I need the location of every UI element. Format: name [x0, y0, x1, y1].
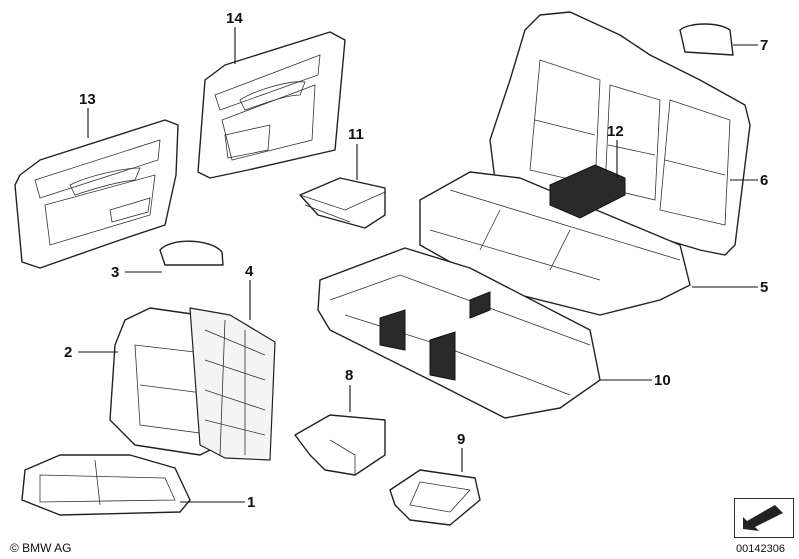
direction-arrow-icon — [743, 505, 783, 531]
callout-11: 11 — [348, 126, 364, 143]
callout-10: 10 — [654, 372, 671, 389]
callout-12: 12 — [607, 123, 624, 140]
part-front-seat-cushion — [21, 454, 191, 516]
callout-13: 13 — [79, 91, 96, 108]
diagram-number: 00142306 — [736, 543, 785, 555]
copyright-notice: © BMW AG — [10, 541, 72, 555]
callout-3: 3 — [111, 264, 120, 281]
leader-lines — [78, 27, 758, 503]
callout-9: 9 — [457, 431, 466, 448]
callout-2: 2 — [64, 344, 73, 361]
callout-1: 1 — [247, 494, 256, 511]
part-rear-armrest — [549, 164, 626, 219]
callout-7: 7 — [760, 37, 769, 54]
part-rear-door-trim — [197, 31, 346, 179]
part-rear-headrest — [679, 23, 734, 56]
part-rear-seat-frame — [317, 247, 601, 419]
callout-5: 5 — [760, 279, 769, 296]
callout-8: 8 — [345, 367, 354, 384]
part-backrest-frame — [189, 307, 276, 461]
part-front-headrest — [159, 240, 224, 266]
callout-14: 14 — [226, 10, 243, 27]
part-armrest-pad — [389, 469, 481, 526]
callout-6: 6 — [760, 172, 769, 189]
part-front-door-trim — [14, 119, 179, 269]
orientation-legend-box — [734, 498, 794, 538]
callout-4: 4 — [245, 263, 254, 280]
part-armrest-cover — [294, 414, 386, 476]
part-rear-armrest-cushion — [299, 177, 386, 229]
